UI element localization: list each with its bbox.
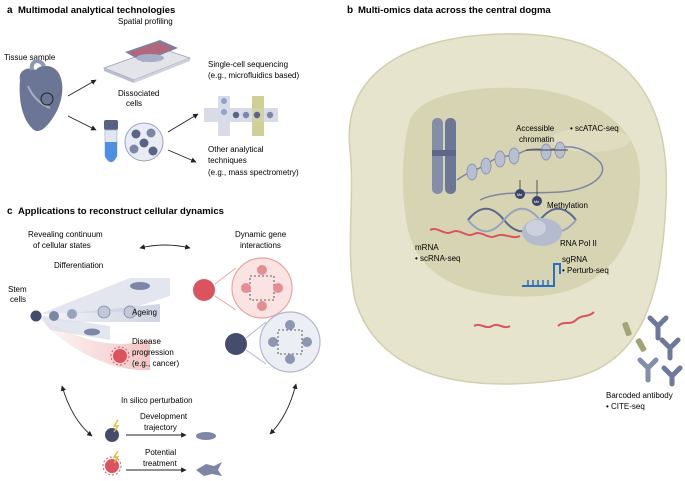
perturb-stem-cell-icon — [105, 428, 119, 442]
disease-label-1: Disease — [132, 337, 161, 346]
tissue-sample-label: Tissue sample — [4, 53, 56, 62]
other-label-1: Other analytical — [208, 145, 264, 154]
arrow-to-spatial — [67, 79, 97, 97]
methylation-label: Methylation — [547, 201, 588, 210]
spatial-profiling-label: Spatial profiling — [118, 17, 173, 26]
gene-network-normal — [225, 311, 321, 373]
stem-label-2: cells — [10, 295, 26, 304]
disease-label-2: progression — [132, 348, 174, 357]
antibody-cluster — [622, 315, 683, 387]
dna-strand-1 — [467, 207, 577, 233]
cytoplasm-mrna-1 — [473, 323, 511, 329]
sgrna-icon — [522, 263, 561, 287]
perturb-label: • Perturb-seq — [562, 266, 609, 275]
panel-c-letter: c — [7, 206, 13, 217]
cancer-cell-icon — [113, 349, 127, 363]
dissociated-label-1: Dissociated — [118, 89, 159, 98]
svg-text:Me: Me — [517, 192, 523, 197]
panel-b-letter: b — [347, 5, 353, 16]
svg-text:Me: Me — [534, 199, 540, 204]
panel-a-title: Multimodal analytical technologies — [18, 5, 175, 16]
stem-label-1: Stem — [8, 285, 27, 294]
treated-cell-icon — [196, 462, 222, 476]
accessible-label-1: Accessible — [516, 124, 555, 133]
arrow-left — [60, 385, 93, 437]
other-label-3: (e.g., mass spectrometry) — [208, 168, 299, 177]
test-tube-icon — [104, 120, 118, 163]
other-label-2: techniques — [208, 156, 247, 165]
panel-c-title: Applications to reconstruct cellular dyn… — [18, 206, 224, 217]
dev-label-1: Development — [140, 412, 188, 421]
dev-label-2: trajectory — [144, 423, 177, 432]
in-silico-label: In silico perturbation — [121, 396, 193, 405]
panel-b: b Multi-omics data across the central do… — [347, 5, 683, 411]
dissociated-label-2: cells — [126, 99, 142, 108]
arrow-to-single-cell — [167, 113, 199, 133]
panel-a: a Multimodal analytical technologies Tis… — [4, 5, 299, 177]
scrna-label: • scRNA-seq — [415, 254, 460, 263]
revealing-label-1: Revealing continuum — [28, 230, 103, 239]
gene-network-cancer — [193, 257, 293, 319]
methyl-mark-1: Me — [515, 189, 525, 199]
lightning-icon-1 — [112, 419, 120, 433]
dynamic-label-2: interactions — [240, 241, 281, 250]
lightning-icon-2 — [112, 450, 120, 464]
panel-b-title: Multi-omics data across the central dogm… — [358, 5, 551, 16]
dynamic-label-1: Dynamic gene — [235, 230, 287, 239]
perturb-cancer-cell-icon — [105, 459, 119, 473]
arrow-top — [139, 244, 191, 250]
heart-icon — [19, 59, 63, 132]
cell-dish-icon — [124, 122, 164, 162]
arrow-to-dissociated — [67, 115, 97, 131]
disease-label-3: (e.g., cancer) — [132, 359, 179, 368]
aged-cell-icon — [123, 305, 137, 319]
barcoded-label: Barcoded antibody — [606, 391, 673, 400]
cite-label: • CITE-seq — [606, 402, 645, 411]
rna-pol-label: RNA Pol II — [560, 239, 597, 248]
sgrna-label: sgRNA — [562, 255, 588, 264]
pot-label-1: Potential — [145, 448, 176, 457]
methyl-mark-2: Me — [532, 196, 542, 206]
cytoplasm-mrna-2 — [557, 311, 595, 327]
differentiation-label: Differentiation — [54, 261, 103, 270]
spatial-slide-icon — [102, 40, 192, 83]
scatac-label: • scATAC-seq — [570, 124, 619, 133]
pot-label-2: treatment — [143, 459, 178, 468]
panel-a-letter: a — [7, 5, 13, 16]
microfluidics-icon — [204, 96, 278, 136]
revealing-label-2: of cellular states — [33, 241, 91, 250]
mrna-label: mRNA — [415, 243, 439, 252]
arrow-to-other — [167, 149, 197, 163]
stem-cell-icon — [30, 310, 42, 322]
developed-cell-icon — [196, 432, 216, 440]
panel-c: c Applications to reconstruct cellular d… — [7, 206, 321, 476]
single-cell-label-1: Single-cell sequencing — [208, 60, 288, 69]
ageing-label: Ageing — [132, 308, 157, 317]
arrow-right — [269, 383, 298, 435]
differentiated-cell-icon — [130, 282, 150, 290]
chromosome-icon — [432, 118, 456, 194]
single-cell-label-2: (e.g., microfluidics based) — [208, 71, 299, 80]
accessible-label-2: chromatin — [519, 135, 554, 144]
mrna-strand — [429, 228, 521, 239]
